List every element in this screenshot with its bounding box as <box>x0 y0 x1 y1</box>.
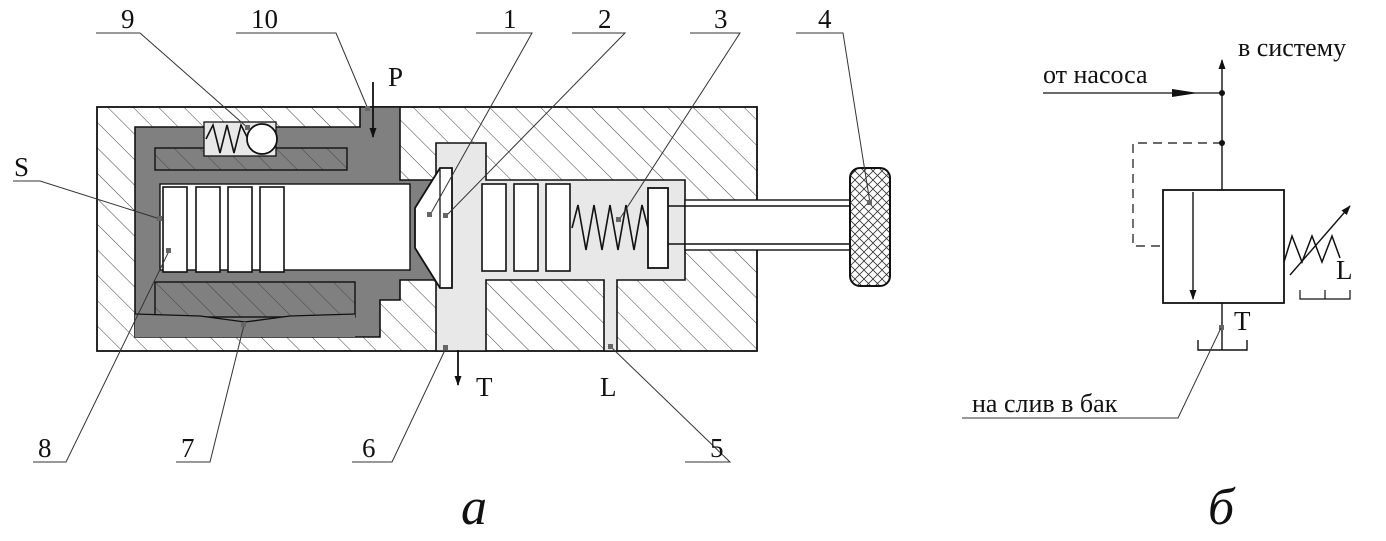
valve-symbol: L T от насоса в систему на слив в бак б <box>962 33 1353 536</box>
spool-land <box>545 183 571 272</box>
callout-1: 1 <box>503 4 517 34</box>
callout-3: 3 <box>714 4 728 34</box>
label-S: S <box>14 152 29 182</box>
valve-section: 1 2 3 4 5 6 7 8 9 10 S P T L а <box>13 4 891 536</box>
leader-dots <box>157 106 872 350</box>
symbol-port-L: L <box>1336 255 1353 285</box>
label-to-system: в систему <box>1238 33 1346 62</box>
spool-land <box>195 186 221 273</box>
check-valve-ball <box>246 123 278 155</box>
tank-leader <box>962 327 1222 419</box>
caption-b: б <box>1208 479 1236 536</box>
callout-2: 2 <box>598 4 612 34</box>
main-spring <box>571 204 649 251</box>
spool-land <box>227 186 253 273</box>
adjustable-spring <box>1283 233 1341 265</box>
tank-leader-dot <box>1219 325 1224 330</box>
pump-line-arrow <box>1172 89 1198 97</box>
adjusting-knob <box>849 167 891 287</box>
callout-4: 4 <box>818 4 832 34</box>
caption-a: а <box>461 479 487 536</box>
junction-dot <box>1219 90 1225 96</box>
port-L: L <box>600 372 617 402</box>
tank-symbol <box>1197 340 1248 351</box>
symbol-port-T: T <box>1234 306 1251 336</box>
callout-7: 7 <box>181 433 195 463</box>
callout-5: 5 <box>710 433 724 463</box>
callout-10: 10 <box>251 4 278 34</box>
port-P: P <box>388 62 403 92</box>
label-from-pump: от насоса <box>1043 60 1148 89</box>
callout-8: 8 <box>38 433 52 463</box>
adjust-arrow <box>1289 205 1351 276</box>
valve-box <box>1162 189 1285 304</box>
rod-bore <box>684 199 851 251</box>
spool-land <box>513 183 539 272</box>
pilot-line <box>1132 142 1222 247</box>
callout-9: 9 <box>121 4 135 34</box>
check-valve-spring <box>205 122 249 154</box>
callout-6: 6 <box>362 433 376 463</box>
body-island-bottom <box>154 281 356 318</box>
port-T: T <box>476 372 493 402</box>
spool-land <box>259 186 285 273</box>
spool-land <box>162 186 188 273</box>
leader-lines <box>13 32 871 463</box>
label-to-tank: на слив в бак <box>972 389 1118 418</box>
spool-land <box>481 183 507 272</box>
spring-plate <box>647 187 669 269</box>
